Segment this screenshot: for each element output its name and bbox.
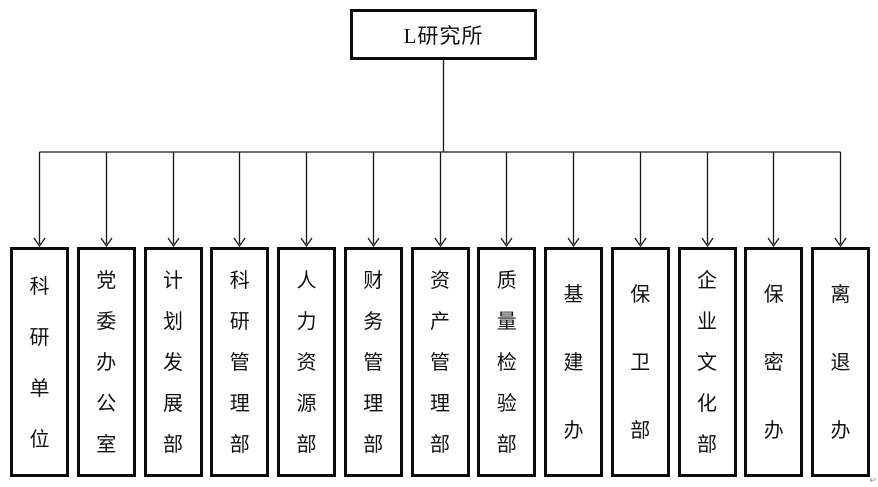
dept-node-char: 委 [96, 311, 117, 334]
dept-node-char: 部 [496, 433, 517, 456]
arrow-down-icon [634, 237, 647, 248]
dept-node-char: 化 [697, 392, 717, 415]
dept-node-char: 部 [630, 420, 651, 442]
dept-node-char: 党 [96, 270, 117, 293]
dept-node-char: 建 [563, 352, 584, 374]
dept-node-char: 保 [630, 284, 651, 306]
dept-node-char: 源 [296, 392, 317, 415]
dept-node-char: 室 [96, 433, 117, 456]
dept-node-char: 管 [430, 351, 450, 374]
dept-node: 保密办 [744, 247, 804, 477]
dept-node-char: 单 [29, 377, 50, 400]
dept-node-char: 量 [496, 311, 517, 334]
dept-node-char: 展 [163, 392, 183, 415]
dept-node: 科研管理部 [210, 247, 270, 477]
arrow-down-icon [834, 237, 847, 248]
dept-node: 企业文化部 [677, 247, 737, 477]
dept-node-char: 部 [163, 433, 183, 456]
dept-node-char: 部 [697, 433, 717, 456]
dept-node-char: 企 [697, 270, 717, 293]
dept-node-char: 办 [763, 420, 784, 442]
dept-node-char: 管 [229, 351, 250, 374]
department-row: 科研单位党委办公室计划发展部科研管理部人力资源部财务管理部资产管理部质量检验部基… [10, 247, 870, 477]
dept-node-char: 资 [296, 351, 317, 374]
dept-node-char: 退 [830, 352, 851, 374]
arrow-down-icon [434, 237, 447, 248]
dept-node-char: 科 [29, 275, 50, 298]
arrow-down-icon [701, 237, 714, 248]
arrow-down-icon [300, 237, 313, 248]
arrow-down-icon [233, 237, 246, 248]
root-node: L研究所 [350, 9, 537, 60]
arrow-down-icon [167, 237, 180, 248]
dept-node-char: 质 [496, 270, 517, 293]
dept-node: 人力资源部 [277, 247, 336, 477]
dept-node-char: 办 [563, 420, 584, 442]
dept-node-char: 基 [563, 284, 584, 306]
dept-node-char: 产 [430, 311, 450, 334]
dept-node-char: 部 [363, 433, 384, 456]
dept-node-char: 科 [229, 270, 250, 293]
root-node-label: L研究所 [403, 23, 484, 48]
dept-node-char: 资 [430, 270, 450, 293]
arrow-down-icon [33, 237, 46, 248]
dept-node-char: 力 [296, 311, 317, 334]
dept-node-char: 发 [163, 351, 183, 374]
dept-node: 党委办公室 [76, 247, 136, 477]
dept-node-char: 人 [296, 270, 317, 293]
dept-node-char: 部 [229, 433, 250, 456]
dept-node-char: 业 [697, 311, 717, 334]
dept-node-char: 财 [363, 270, 384, 293]
dept-node-char: 检 [496, 351, 517, 374]
arrow-down-icon [367, 237, 380, 248]
dept-node-char: 公 [96, 392, 117, 415]
dept-node-char: 管 [363, 351, 384, 374]
dept-node: 计划发展部 [143, 247, 203, 477]
corner-artifact-mark: ↵ [869, 476, 877, 486]
dept-node-char: 文 [697, 351, 717, 374]
arrow-down-icon [767, 237, 780, 248]
dept-node-char: 卫 [630, 352, 651, 374]
dept-node-char: 计 [163, 270, 183, 293]
arrow-down-icon [500, 237, 513, 248]
dept-node: 资产管理部 [410, 247, 470, 477]
dept-node-char: 保 [763, 284, 784, 306]
dept-node: 质量检验部 [477, 247, 537, 477]
arrow-down-icon [567, 237, 580, 248]
dept-node-char: 部 [296, 433, 317, 456]
dept-node-char: 理 [229, 392, 250, 415]
dept-node-char: 离 [830, 284, 851, 306]
dept-node-char: 密 [763, 352, 784, 374]
dept-node-char: 务 [363, 311, 384, 334]
dept-node-char: 办 [96, 351, 117, 374]
dept-node: 基建办 [544, 247, 603, 477]
dept-node: 科研单位 [10, 247, 69, 477]
dept-node: 离退办 [811, 247, 870, 477]
dept-node: 财务管理部 [343, 247, 403, 477]
dept-node-char: 划 [163, 311, 183, 334]
dept-node-char: 研 [229, 311, 250, 334]
dept-node-char: 位 [29, 428, 50, 451]
dept-node: 保卫部 [610, 247, 670, 477]
dept-node-char: 部 [430, 433, 450, 456]
dept-node-char: 研 [29, 326, 50, 349]
dept-node-char: 办 [830, 420, 851, 442]
dept-node-char: 理 [430, 392, 450, 415]
dept-node-char: 验 [496, 392, 517, 415]
arrow-down-icon [100, 237, 113, 248]
dept-node-char: 理 [363, 392, 384, 415]
